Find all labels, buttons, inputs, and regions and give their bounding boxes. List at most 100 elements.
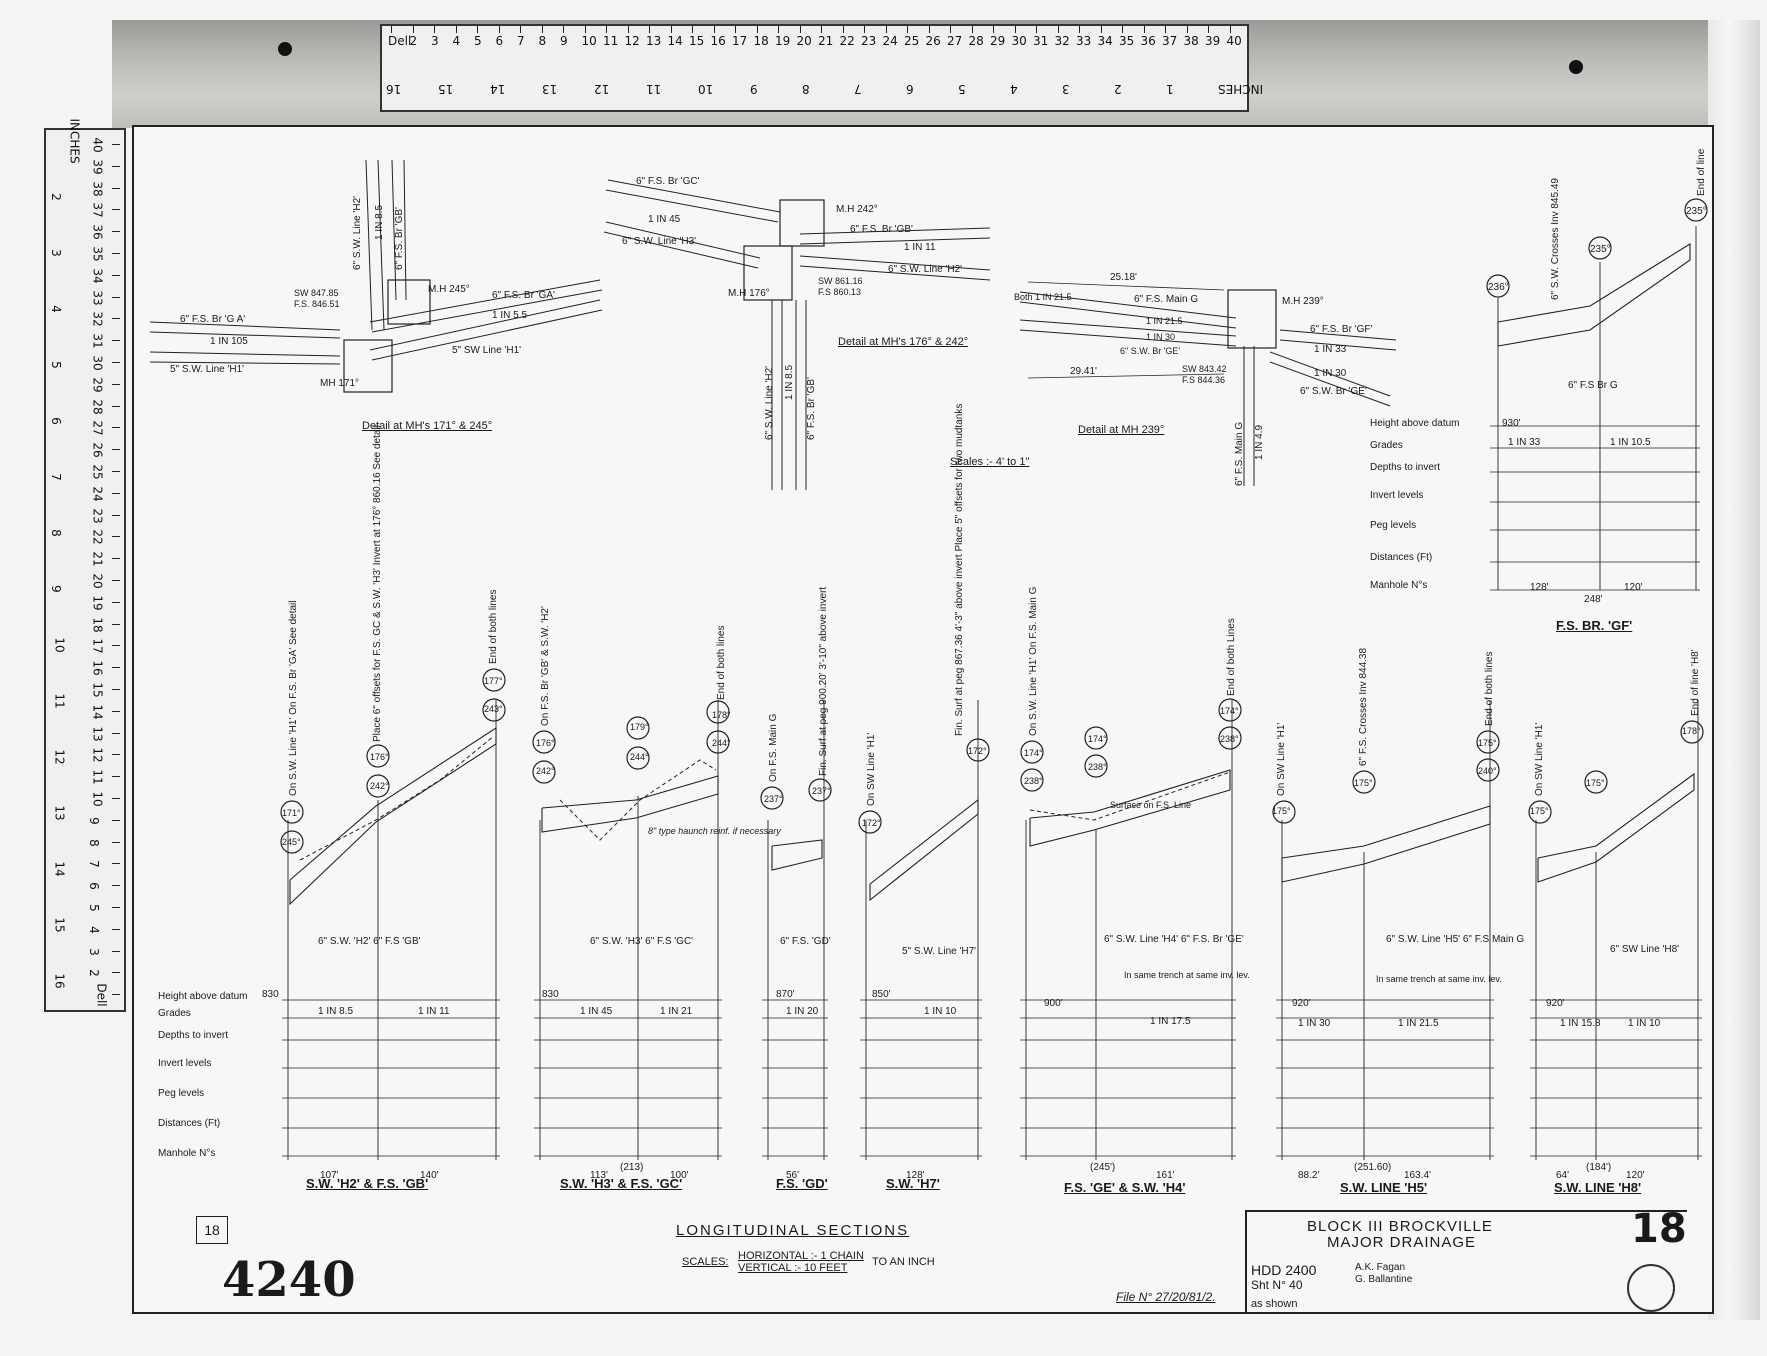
s3-mh-circle-1	[760, 786, 784, 810]
s5-dist-total: (245')	[1090, 1162, 1116, 1173]
left-ruler-tick	[112, 144, 120, 145]
top-ruler-cm-label: 14	[667, 34, 683, 48]
s6-datum: 920'	[1292, 998, 1311, 1009]
top-ruler-cm-label: 36	[1140, 34, 1156, 48]
s5-note-2: End of both Lines	[1226, 618, 1237, 696]
drawing-number: 4240	[222, 1252, 356, 1308]
top-ruler-tick	[1165, 26, 1166, 33]
label-sw-h2: 6" S.W. Line 'H2'	[352, 195, 363, 270]
s4-mh-circle-1	[858, 810, 882, 834]
s2-mh-6: 244°	[712, 738, 731, 748]
s1-mh-2: 245°	[282, 837, 301, 847]
label-fs-inv-3: F.S 844.36	[1182, 375, 1226, 385]
s4-note-1: On SW Line 'H1'	[866, 732, 877, 806]
s2-title: S.W. 'H3' & F.S. 'GC'	[560, 1176, 683, 1191]
d3-sw-ge-2-bottom	[1269, 361, 1391, 407]
gf-dist-1: 128'	[1530, 582, 1549, 593]
label-sw-h1: 5" S.W. Line 'H1'	[170, 364, 245, 375]
top-ruler-cm-label: 16	[710, 34, 726, 48]
top-ruler-cm-label: 38	[1183, 34, 1199, 48]
label-fs-main-g-v: 6" F.S. Main G	[1234, 421, 1245, 486]
row-grades: Grades	[158, 1008, 191, 1019]
top-ruler-tick	[1229, 26, 1231, 33]
d1-mh-245	[387, 279, 431, 325]
s2-note-3: 8" type haunch reinf. if necessary	[648, 826, 781, 836]
s1-mh-5: 177°	[484, 676, 503, 686]
detail-2-caption: Detail at MH's 176° & 242°	[838, 336, 969, 348]
d2-fs-gc-bottom	[605, 189, 779, 223]
s5-note-4: In same trench at same inv. lev.	[1124, 970, 1250, 980]
d3-fs-main-top	[1019, 291, 1237, 319]
s6-mh-circle-1	[1272, 800, 1296, 824]
label-grade-8-5-v: 1 IN 8.5	[784, 364, 795, 400]
label-sw-inv-2: SW 861.16	[818, 276, 863, 286]
s5-mh-6: 238°	[1220, 734, 1239, 744]
tb-sheet: Sht N° 40	[1251, 1278, 1303, 1292]
top-ruler-tick	[864, 26, 865, 33]
s6-mh-circle-4	[1476, 758, 1500, 782]
label-grade-5-5: 1 IN 5.5	[492, 310, 528, 321]
s2-note-2: End of both lines	[716, 625, 727, 701]
top-ruler-tick	[520, 26, 521, 33]
detail-scale-note: Scales :- 4' to 1"	[950, 456, 1030, 468]
d1-sw-h1-2-bottom	[371, 309, 603, 361]
s2-dist-2: 100'	[670, 1170, 689, 1181]
s5-note-3: Surface on F.S. Line	[1110, 800, 1192, 810]
s5-mh-circle-6	[1218, 726, 1242, 750]
d1-sw-h1-2-top	[369, 299, 601, 351]
s4-pipe-label: 5" S.W. Line 'H7'	[902, 946, 977, 957]
left-ruler-tick	[112, 689, 120, 690]
label-sw-h1-2: 5" SW Line 'H1'	[452, 345, 522, 356]
label-fs-br-ga: 6" F.S. Br 'G A'	[180, 314, 246, 325]
top-ruler-tick	[670, 26, 672, 33]
s3-datum: 870'	[776, 989, 795, 1000]
label-mh-245: M.H 245°	[428, 284, 470, 295]
s3-mh-1: 237°	[764, 794, 783, 804]
gf-mh-circle-1	[1486, 274, 1510, 298]
detail-1-caption: Detail at MH's 171° & 245°	[362, 420, 493, 432]
left-ruler-tick	[112, 994, 120, 996]
s1-mh-6: 243°	[484, 704, 503, 714]
row-depths-to-invert: Depths to invert	[158, 1030, 229, 1041]
top-ruler-cm-label: 22	[839, 34, 855, 48]
left-ruler-tick	[112, 340, 120, 342]
s1-dist-1: 107'	[320, 1170, 339, 1181]
top-ruler-tick	[692, 26, 693, 33]
s5-datum: 900'	[1044, 998, 1063, 1009]
row-manhole-nos: Manhole N°s	[158, 1148, 216, 1159]
s2-ground-line	[559, 759, 717, 841]
left-ruler-tick	[112, 667, 120, 669]
d2-fs-gc-top	[607, 179, 781, 213]
top-ruler-tick	[1186, 26, 1188, 33]
label-grade-30-2: 1 IN 30	[1314, 368, 1347, 379]
s7-mh-circle-1	[1528, 800, 1552, 824]
tb-project-line-1: BLOCK III BROCKVILLE	[1307, 1218, 1493, 1235]
s4-mh-circle-2	[966, 738, 990, 762]
label-sw-br-ge-2: 6" S.W. Br 'GE'	[1300, 386, 1367, 397]
gf-row-grades: Grades	[1370, 440, 1403, 451]
detail-3-caption: Detail at MH 239°	[1078, 424, 1165, 436]
s7-grade-1: 1 IN 15.8	[1560, 1018, 1601, 1029]
top-ruler-tick	[907, 26, 908, 33]
label-sw-h2-v: 6" S.W. Line 'H2'	[764, 365, 775, 440]
top-ruler-tick	[1100, 26, 1102, 33]
top-ruler-tick	[477, 26, 478, 33]
s1-grade-1: 1 IN 8.5	[318, 1006, 354, 1017]
d2-fs-gb-bottom	[799, 237, 991, 245]
tb-sheet-number: 18	[1631, 1206, 1687, 1252]
top-ruler-tick	[391, 26, 392, 33]
scanner-background-right	[1708, 20, 1760, 1320]
gf-row-manholes: Manhole N°s	[1370, 580, 1428, 591]
top-ruler-cm-label: 5	[474, 34, 482, 48]
s5-surface-line	[1029, 771, 1231, 821]
s6-pipe-profile	[1281, 805, 1491, 883]
s7-mh-1: 175°	[1530, 806, 1549, 816]
left-ruler-tick	[112, 209, 120, 211]
s1-note-2: Place 6" offsets for F.S. GC & S.W. 'H3'…	[372, 425, 383, 742]
label-mh-171: MH 171°	[320, 378, 360, 389]
s6-mh-circle-3	[1476, 730, 1500, 754]
top-ruler-tick	[713, 26, 715, 33]
gf-dist-total: 248'	[1584, 594, 1603, 605]
s6-note-4: In same trench at same inv. lev.	[1376, 974, 1502, 984]
